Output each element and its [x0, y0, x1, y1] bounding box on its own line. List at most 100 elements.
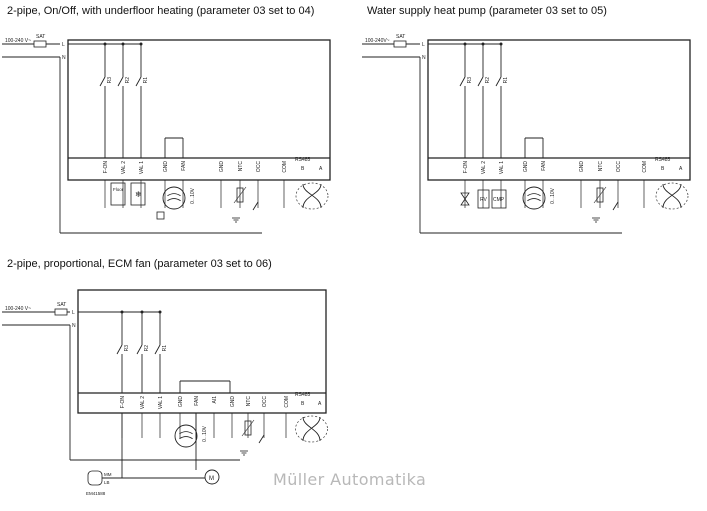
supply-voltage-label: 100-240V~ [365, 38, 390, 44]
terminal-label: VAL 1 [139, 161, 145, 174]
rs485-twisted-pair [302, 416, 321, 442]
relay-label: R1 [162, 345, 168, 352]
terminal-label: FAN [194, 396, 200, 406]
occ-contact [252, 201, 259, 211]
diagram-2-title: Water supply heat pump (parameter 03 set… [367, 5, 607, 17]
ntc-slash [241, 419, 255, 437]
terminal-label: F-ON [103, 161, 109, 174]
terminal-l-label: L [422, 42, 425, 48]
relay-2-contact [136, 344, 143, 355]
motor-label: M [209, 476, 214, 482]
relay-label: R3 [107, 77, 113, 84]
sat-label: SAT [57, 302, 66, 308]
terminal-label: NTC [598, 161, 604, 172]
diagram-3-title: 2-pipe, proportional, ECM fan (parameter… [7, 258, 272, 270]
valve-icon [460, 192, 470, 206]
fan-icon [162, 186, 186, 210]
sat-fuse [54, 308, 68, 316]
terminal-label: OCC [616, 161, 622, 173]
terminal-label-a: A [679, 166, 683, 172]
fan-blade [179, 431, 193, 440]
fan-voltage-label: 0...10V [202, 425, 208, 442]
sat-label: SAT [36, 34, 45, 40]
terminal-n-label: N [72, 323, 76, 329]
terminal-label: VAL 1 [158, 396, 164, 409]
rs485-shield [295, 415, 328, 443]
terminal-label: OCC [256, 161, 262, 173]
terminal-label-b: B [301, 166, 305, 172]
floor-label: Floor [113, 187, 124, 192]
relay-label: R1 [143, 77, 149, 84]
terminal-l-label: L [62, 42, 65, 48]
rs485-label: RS485 [295, 392, 311, 398]
mm-label: MM [104, 472, 112, 477]
terminal-label: VAL 2 [140, 396, 146, 409]
sat-fuse [393, 40, 407, 48]
terminal-label: FAN [181, 161, 187, 171]
terminal-label: VAL 1 [499, 161, 505, 174]
fan-voltage-label: 0...10V [550, 187, 556, 204]
rs485-label: RS485 [295, 157, 311, 163]
cooling-valve-box [130, 182, 146, 206]
ntc-slash [593, 186, 607, 204]
terminal-l-label: L [72, 310, 75, 316]
terminal-label: COM [282, 161, 288, 173]
terminal-label-b: B [301, 401, 305, 407]
relay-label: R2 [125, 77, 131, 84]
terminal-label: GND [579, 161, 585, 173]
controller-body [77, 289, 327, 414]
relay-1-contact [459, 76, 466, 87]
terminal-label: GND [230, 396, 236, 408]
terminal-label: FAN [541, 161, 547, 171]
supply-voltage-label: 100-240 V~ [5, 306, 31, 312]
terminal-label: F-ON [120, 396, 126, 409]
watermark: Müller Automatika [273, 470, 427, 489]
rs485-shield [655, 182, 689, 210]
fan-ground-box [156, 211, 165, 220]
relay-1-contact [116, 344, 123, 355]
rs485-shield [295, 182, 329, 210]
terminal-label-a: A [319, 166, 323, 172]
fan-blade [527, 193, 541, 202]
ntc-sensor-icon [236, 187, 244, 203]
fan-icon [522, 186, 546, 210]
rs485-twisted-pair [302, 183, 322, 209]
terminal-label: NTC [238, 161, 244, 172]
rs485-label: RS485 [655, 157, 671, 163]
terminal-n-label: N [422, 55, 426, 61]
cmp-box [491, 189, 507, 209]
terminal-label: NTC [246, 396, 252, 407]
relay-label: R3 [467, 77, 473, 84]
lb-label: LB [104, 480, 110, 485]
fan-voltage-label: 0...10V [190, 187, 196, 204]
rv-box [477, 189, 490, 209]
terminal-label: VAL 2 [481, 161, 487, 174]
ntc-sensor-icon [596, 187, 604, 203]
terminal-label: COM [642, 161, 648, 173]
rv-label: RV [480, 197, 488, 203]
terminal-label: OCC [262, 396, 268, 408]
terminal-label: COM [284, 396, 290, 408]
diagram-1-title: 2-pipe, On/Off, with underfloor heating … [7, 5, 315, 17]
relay-label: R1 [503, 77, 509, 84]
relay-3-contact [495, 76, 502, 87]
fan-icon [174, 424, 198, 448]
relay-label: R2 [144, 345, 150, 352]
device-label: EM41588 [86, 491, 106, 496]
terminal-label-b: B [661, 166, 665, 172]
terminal-label: GND [163, 161, 169, 173]
terminal-label-a: A [318, 401, 322, 407]
fan-blade [167, 193, 181, 202]
terminal-label: GND [178, 396, 184, 408]
occ-contact [258, 434, 265, 444]
relay-label: R2 [485, 77, 491, 84]
occ-contact [612, 201, 619, 211]
relay-2-contact [477, 76, 484, 87]
ecm-controller-box [87, 470, 103, 486]
rs485-twisted-pair [662, 183, 682, 209]
terminal-label: GND [523, 161, 529, 173]
